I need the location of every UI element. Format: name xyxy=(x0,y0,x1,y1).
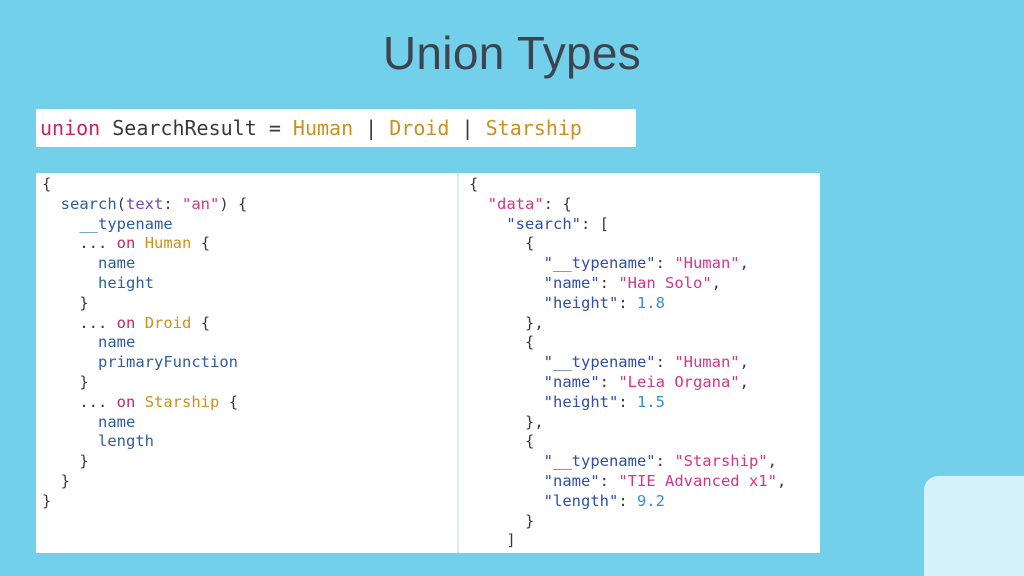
query-arg-value: "an" xyxy=(182,194,220,213)
json-key-data: "data" xyxy=(487,194,544,213)
json-string: "Han Solo" xyxy=(618,273,712,292)
query-typename: __typename xyxy=(79,214,173,233)
json-string: "Human" xyxy=(674,353,740,372)
json-key: "name" xyxy=(543,471,600,490)
on-keyword: on xyxy=(116,234,136,253)
json-key: "length" xyxy=(543,491,619,510)
fragment-type-droid: Droid xyxy=(144,313,192,332)
json-number: 1.8 xyxy=(636,293,665,312)
union-type-human: Human xyxy=(292,116,354,140)
json-key: "__typename" xyxy=(543,254,656,273)
union-keyword: union xyxy=(40,116,101,140)
brace: { xyxy=(228,392,239,411)
query-arg-name: text xyxy=(126,194,164,213)
union-type-droid: Droid xyxy=(389,116,450,140)
query-field-search: search xyxy=(60,194,117,213)
json-string: "TIE Advanced x1" xyxy=(618,471,777,490)
json-key: "name" xyxy=(543,372,600,391)
json-key-search: "search" xyxy=(506,214,581,233)
on-keyword: on xyxy=(116,313,136,332)
brace: } xyxy=(79,452,89,471)
fragment-field: name xyxy=(98,333,136,352)
union-name: SearchResult xyxy=(112,116,257,140)
json-string: "Starship" xyxy=(674,452,768,471)
on-keyword: on xyxy=(116,392,136,411)
union-type-starship: Starship xyxy=(485,116,582,140)
union-declaration: union SearchResult = Human | Droid | Sta… xyxy=(36,109,636,147)
union-separator: | xyxy=(461,116,474,140)
json-string: "Leia Organa" xyxy=(618,372,740,391)
fragment-field: height xyxy=(98,273,154,292)
json-number: 9.2 xyxy=(636,491,665,510)
query-code-panel: { search(text: "an") { __typename ... on… xyxy=(36,173,458,553)
json-key: "__typename" xyxy=(543,353,656,372)
result-code-panel: { "data": { "search": [ { "__typename": … xyxy=(459,173,820,553)
page-corner-fold xyxy=(924,476,1024,576)
brace: } xyxy=(79,372,89,391)
fragment-field: primaryFunction xyxy=(98,353,238,372)
panel-divider xyxy=(457,173,459,553)
brace: } xyxy=(79,293,89,312)
slide-title: Union Types xyxy=(382,27,642,79)
json-string: "Human" xyxy=(674,254,740,273)
brace: { xyxy=(238,194,248,213)
union-separator: | xyxy=(365,116,378,140)
json-key: "height" xyxy=(543,392,619,411)
fragment-field: length xyxy=(98,432,154,451)
json-number: 1.5 xyxy=(636,392,665,411)
union-equals: = xyxy=(268,116,281,140)
json-key: "height" xyxy=(543,293,619,312)
corner-fold-shape xyxy=(924,476,1024,576)
brace: { xyxy=(200,313,211,332)
fragment-type-starship: Starship xyxy=(144,392,220,411)
fragment-field: name xyxy=(98,412,136,431)
json-key: "__typename" xyxy=(543,452,656,471)
fragment-field: name xyxy=(98,254,136,273)
brace: { xyxy=(42,175,52,193)
spread: ... xyxy=(79,234,108,253)
brace: } xyxy=(42,491,52,510)
json-key: "name" xyxy=(543,273,600,292)
spread: ... xyxy=(79,392,108,411)
brace: { xyxy=(200,234,211,253)
brace: } xyxy=(60,471,71,490)
spread: ... xyxy=(79,313,108,332)
fragment-type-human: Human xyxy=(144,234,192,253)
